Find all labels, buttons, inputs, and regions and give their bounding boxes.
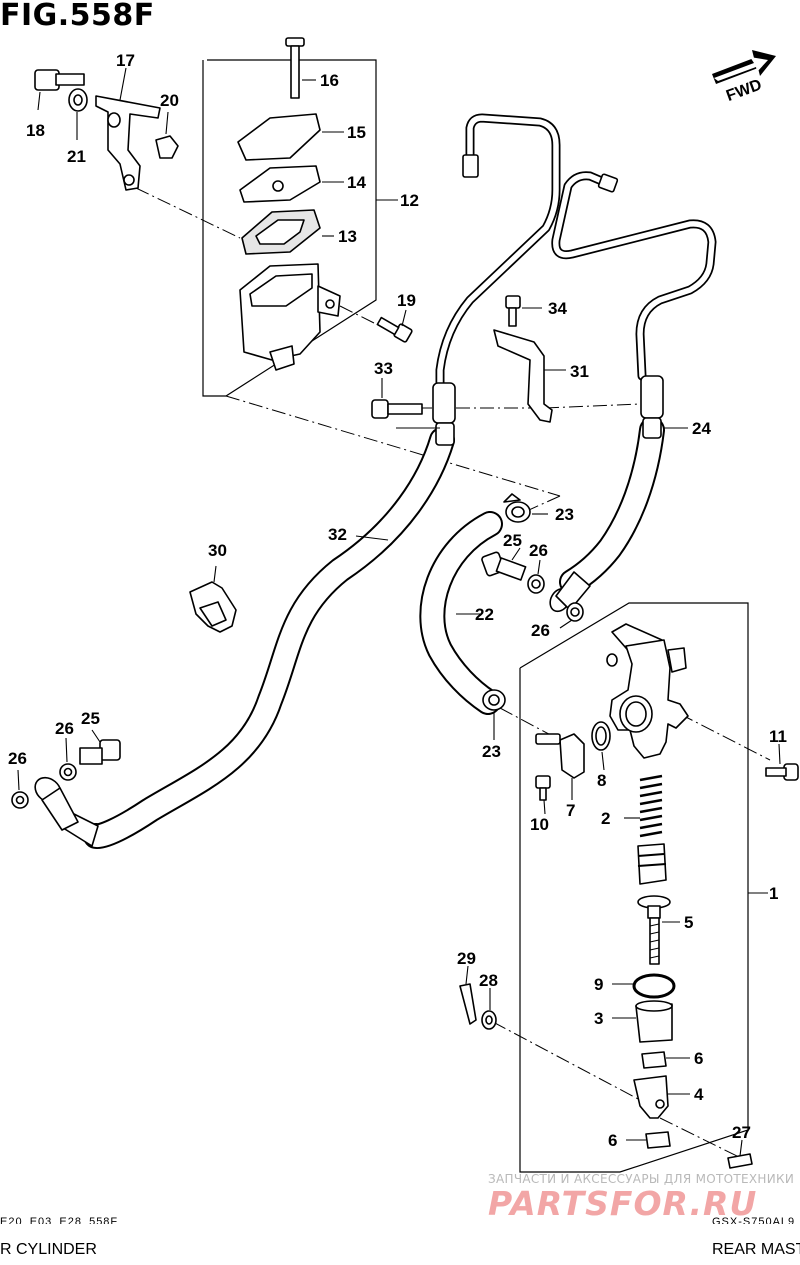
callout-labels: 1 2 3 4 5 6 6 7 8 9 10 11 12 13 14 15 16… — [8, 51, 787, 1150]
footer-caption-right: REAR MASTER — [712, 1241, 800, 1258]
callout-8: 8 — [597, 771, 606, 790]
callout-32: 32 — [328, 525, 347, 544]
callout-2: 2 — [601, 809, 610, 828]
callout-12: 12 — [400, 191, 419, 210]
callout-24: 24 — [692, 419, 711, 438]
callout-25-upper: 25 — [503, 531, 522, 550]
footer-code-left-mask — [0, 1224, 180, 1231]
fwd-arrow-icon: FWD — [712, 50, 776, 105]
callout-26-c: 26 — [55, 719, 74, 738]
callout-20: 20 — [160, 91, 179, 110]
footer-caption-left: R CYLINDER — [0, 1241, 97, 1258]
callout-6-lower: 6 — [608, 1131, 617, 1150]
callout-21: 21 — [67, 147, 86, 166]
figure-title: FIG.558F — [0, 0, 155, 33]
callout-4: 4 — [694, 1085, 704, 1104]
callout-17: 17 — [116, 51, 135, 70]
callout-9: 9 — [594, 975, 603, 994]
callout-22: 22 — [475, 605, 494, 624]
callout-23-upper: 23 — [555, 505, 574, 524]
callout-7: 7 — [566, 801, 575, 820]
callout-18: 18 — [26, 121, 45, 140]
callout-1: 1 — [769, 884, 778, 903]
callout-27: 27 — [732, 1123, 751, 1142]
callout-14: 14 — [347, 173, 366, 192]
footer-code-right-mask — [712, 1224, 800, 1231]
bracket-31 — [493, 329, 553, 423]
watermark-tagline: ЗАПЧАСТИ И АКСЕССУАРЫ ДЛЯ МОТОТЕХНИКИ — [488, 1172, 795, 1186]
callout-15: 15 — [347, 123, 366, 142]
callout-26-d: 26 — [8, 749, 27, 768]
callout-6-upper: 6 — [694, 1049, 703, 1068]
callout-30: 30 — [208, 541, 227, 560]
callout-26-a: 26 — [529, 541, 548, 560]
callout-26-b: 26 — [531, 621, 550, 640]
callout-33: 33 — [374, 359, 393, 378]
callout-3: 3 — [594, 1009, 603, 1028]
callout-10: 10 — [530, 815, 549, 834]
callout-25-lower: 25 — [81, 709, 100, 728]
callout-29: 29 — [457, 949, 476, 968]
callout-34: 34 — [548, 299, 567, 318]
callout-5: 5 — [684, 913, 693, 932]
callout-19: 19 — [397, 291, 416, 310]
master-cylinder-group-frame — [519, 602, 749, 1173]
fwd-label: FWD — [724, 77, 764, 105]
callout-23-lower: 23 — [482, 742, 501, 761]
callout-13: 13 — [338, 227, 357, 246]
callout-11: 11 — [769, 727, 787, 746]
callout-28: 28 — [479, 971, 498, 990]
callout-31: 31 — [570, 362, 589, 381]
callout-16: 16 — [320, 71, 339, 90]
watermark-brand: PARTSFOR.RU — [488, 1184, 758, 1223]
